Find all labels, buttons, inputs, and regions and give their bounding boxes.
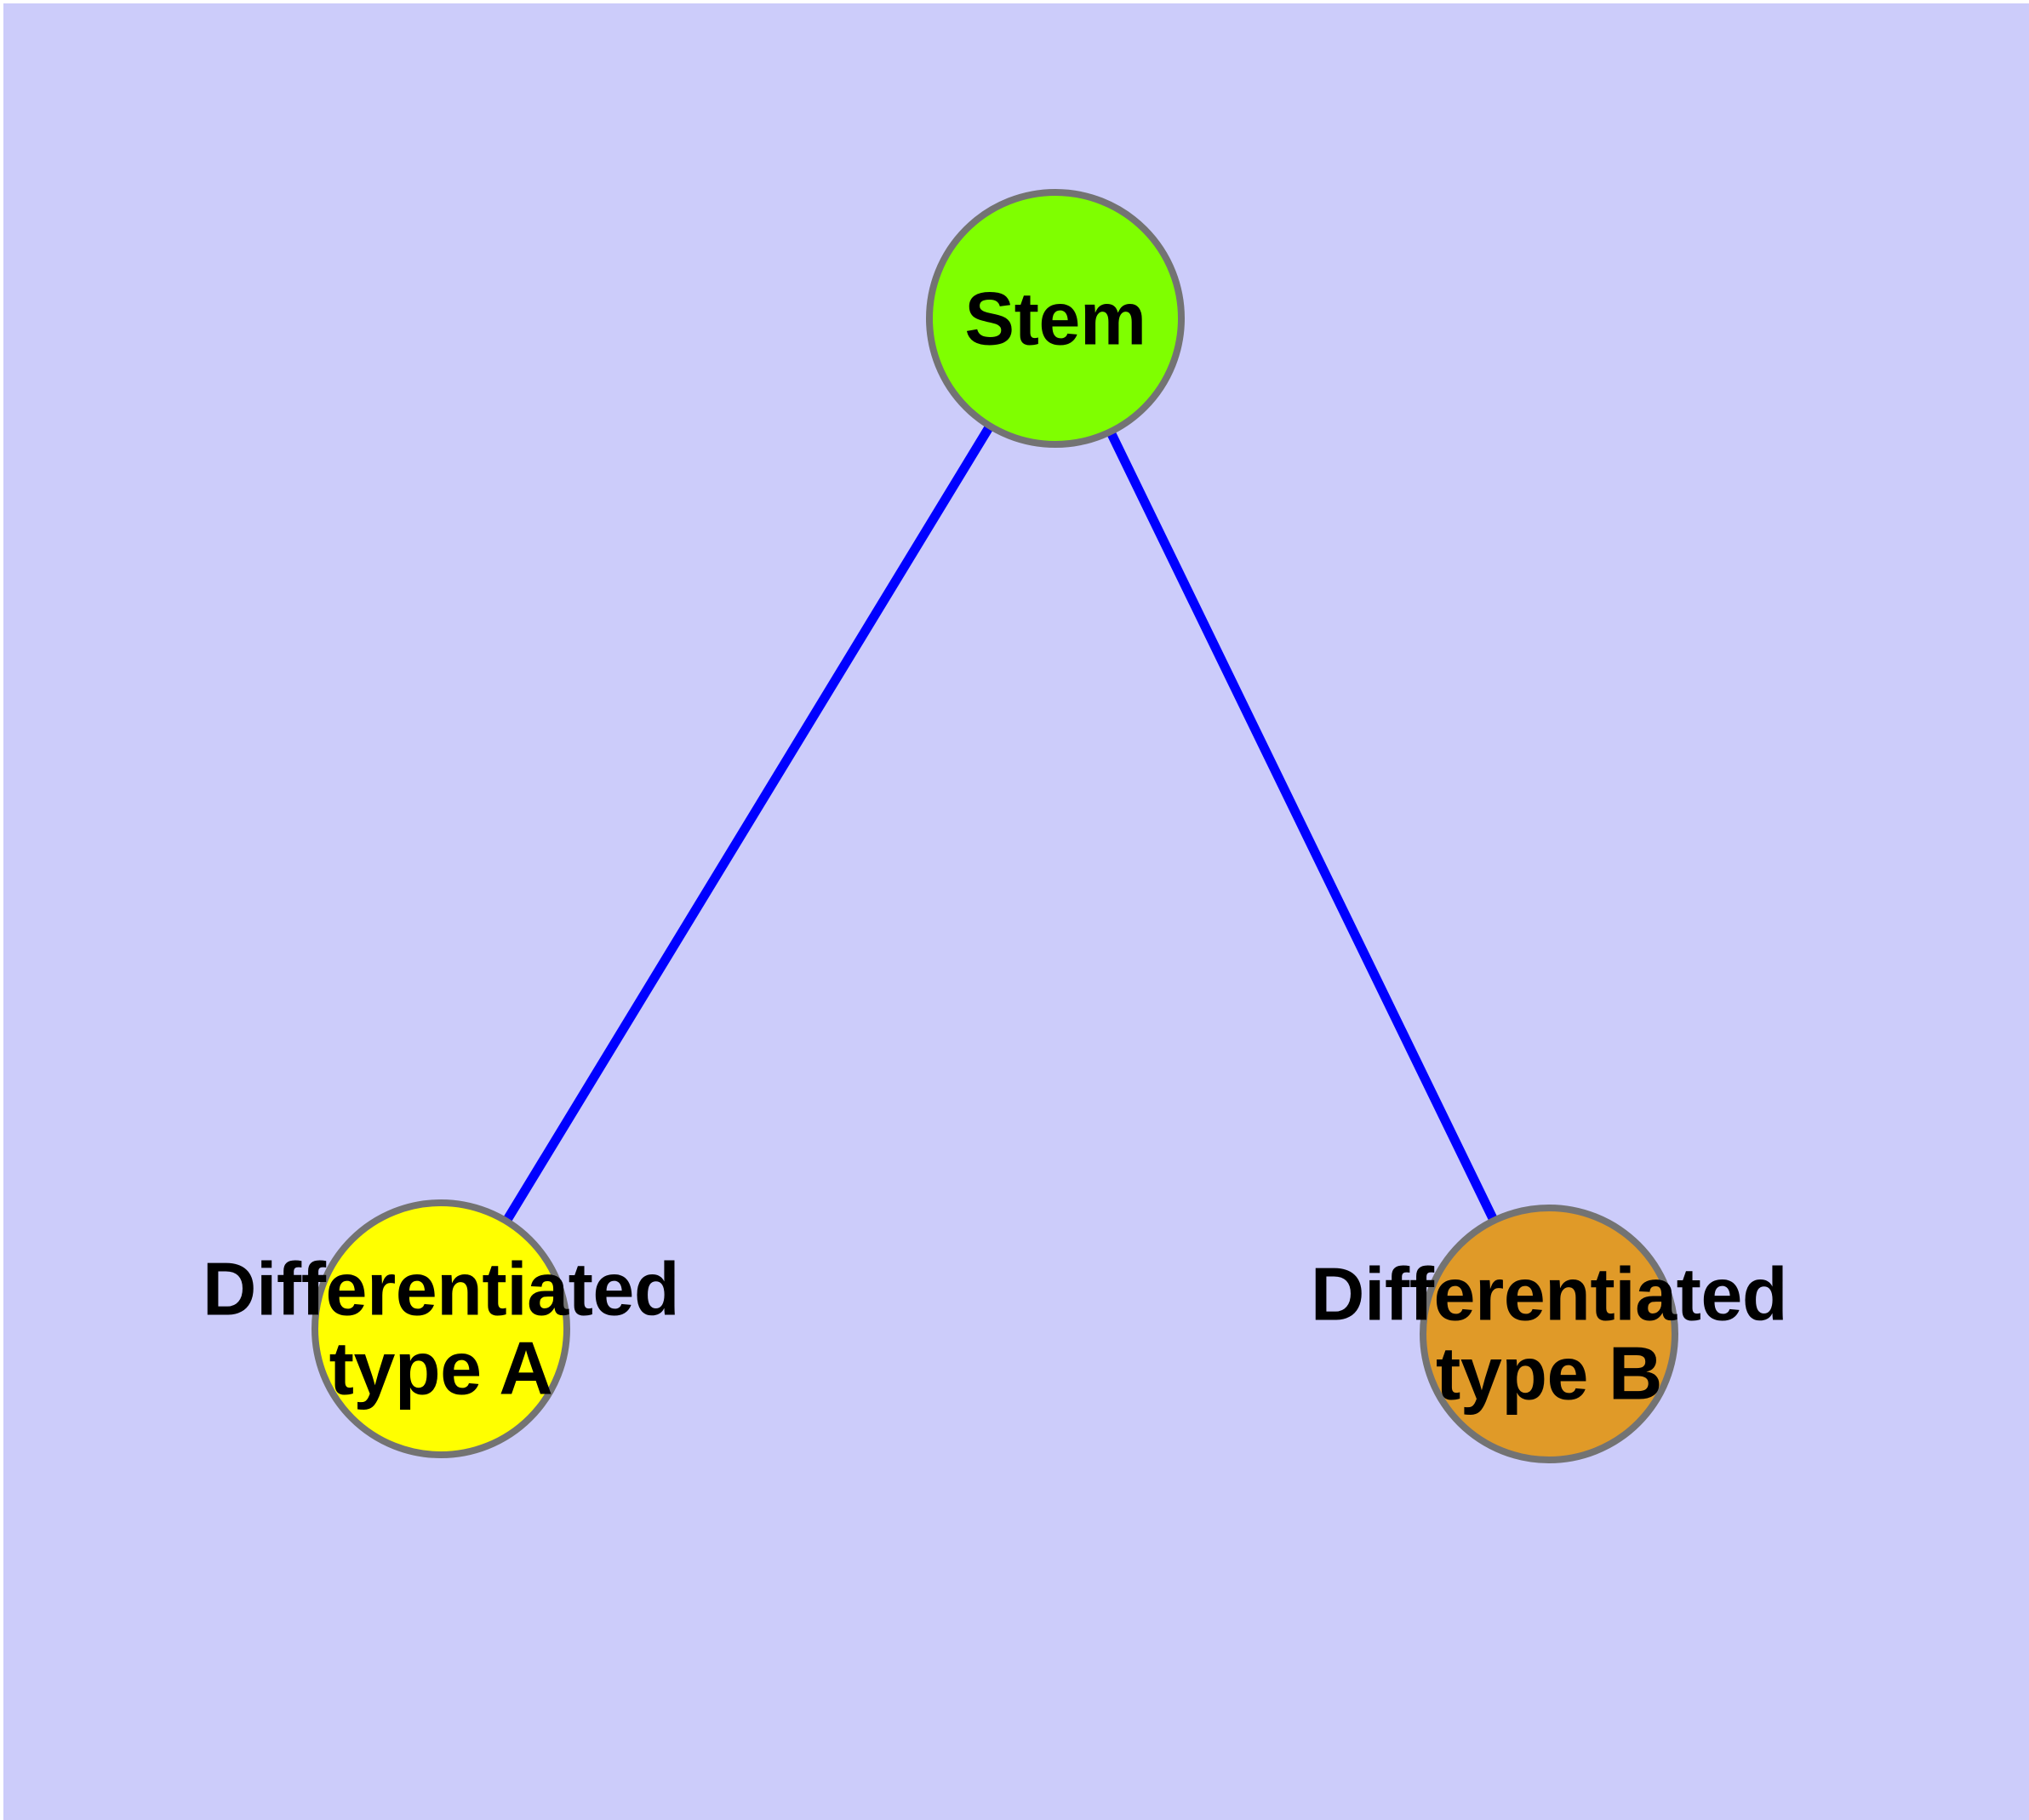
edge-stem-b[interactable] — [1106, 431, 1498, 1222]
edge-stem-a[interactable] — [503, 425, 993, 1222]
node-stem[interactable] — [926, 189, 1185, 448]
node-layer — [311, 189, 1678, 1463]
edge-layer — [503, 425, 1498, 1222]
node-diff_a[interactable] — [311, 1199, 570, 1458]
node-diff_b[interactable] — [1420, 1205, 1678, 1463]
